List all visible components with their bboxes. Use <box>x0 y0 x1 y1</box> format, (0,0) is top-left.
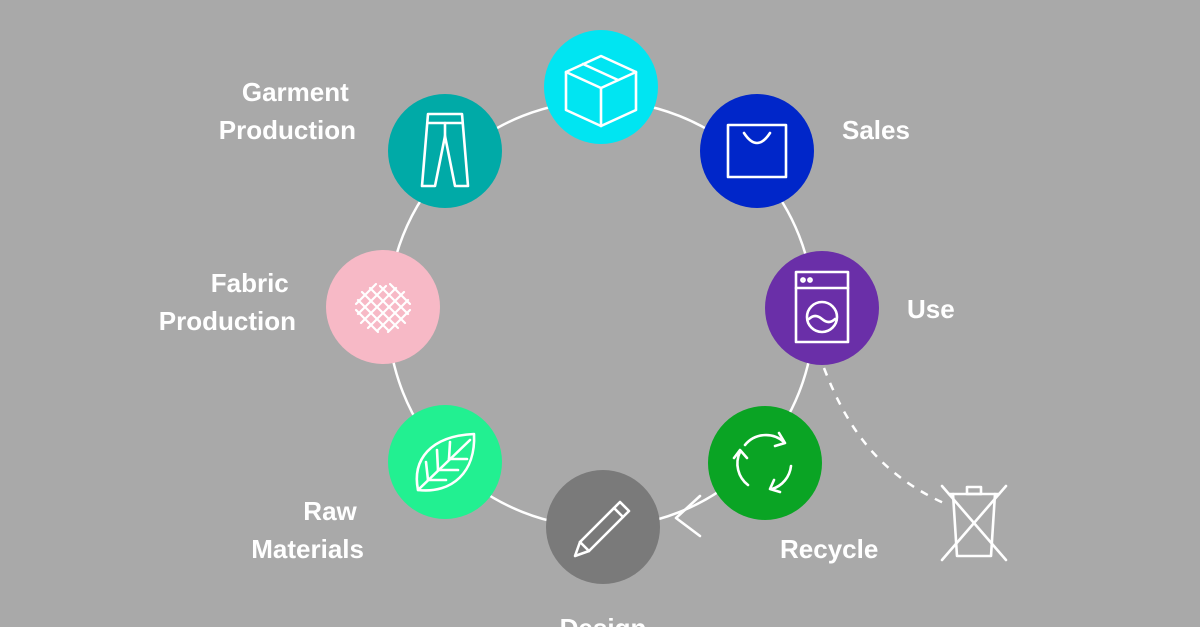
stage-label-raw-materials: Raw Materials <box>251 496 364 564</box>
stage-node-sales <box>700 94 814 208</box>
pencil-icon <box>573 500 631 558</box>
stage-label-recycle: Recycle <box>780 534 878 564</box>
stage-label-garment-production: Garment Production <box>219 77 356 145</box>
stage-label-line: Use <box>907 294 955 324</box>
stage-node-design <box>546 470 660 584</box>
trousers-icon <box>420 112 470 188</box>
washing-machine-icon <box>794 270 850 344</box>
shopping-bag-icon <box>726 123 788 179</box>
stage-circle-fabric-production <box>326 250 440 364</box>
stage-label-line: Materials <box>251 534 364 564</box>
stage-label-fabric-production: Fabric Production <box>159 268 296 336</box>
stage-label-use: Use <box>907 294 955 324</box>
recycle-arrows-icon <box>732 431 793 494</box>
stage-node-raw-materials <box>388 405 502 519</box>
stage-label-line: Recycle <box>780 534 878 564</box>
disposal-dashed-path <box>822 367 949 507</box>
stage-circle-design <box>546 470 660 584</box>
recycle-to-design-arrowhead <box>674 494 702 538</box>
stage-label-line: Production <box>159 306 296 336</box>
stage-node-recycle <box>708 406 822 520</box>
stage-label-line: Production <box>219 115 356 145</box>
stage-circle-sales <box>700 94 814 208</box>
stage-circle-garment-production <box>388 94 502 208</box>
stage-label-sales: Sales <box>842 115 910 145</box>
box-icon <box>564 54 638 128</box>
stage-circle-raw-materials <box>388 405 502 519</box>
crossed-out-bin-icon <box>940 484 1008 562</box>
stage-node-packaging <box>544 30 658 144</box>
stage-node-use <box>765 251 879 365</box>
stage-label-line: Raw <box>303 496 357 526</box>
leaf-icon <box>415 432 476 492</box>
stage-node-fabric-production <box>326 250 440 364</box>
stage-label-line: Garment <box>242 77 349 107</box>
stage-circle-recycle <box>708 406 822 520</box>
stage-node-garment-production <box>388 94 502 208</box>
stage-label-line: Fabric <box>211 268 289 298</box>
stage-label-line: Sales <box>842 115 910 145</box>
stage-circle-use <box>765 251 879 365</box>
fabric-weave-icon <box>354 282 412 334</box>
stage-label-line: Design <box>560 613 647 627</box>
stage-label-design: Design <box>560 613 647 627</box>
